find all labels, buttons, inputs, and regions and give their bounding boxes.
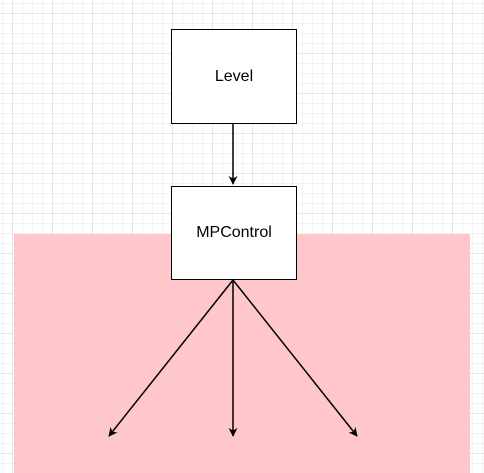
edge-mpcontrol-left-arrow: [108, 279, 234, 437]
level-node[interactable]: Level: [171, 29, 297, 124]
edge-mpcontrol-right-arrow: [232, 279, 358, 437]
mpcontrol-node-label: MPControl: [196, 224, 272, 241]
mpcontrol-node[interactable]: MPControl: [171, 186, 297, 280]
level-node-label: Level: [214, 67, 254, 85]
